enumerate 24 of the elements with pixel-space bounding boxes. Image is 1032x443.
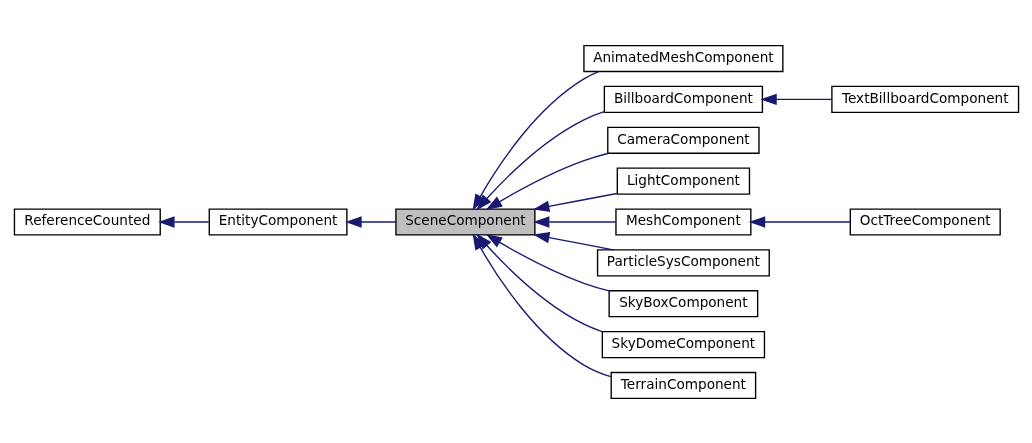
node-box: EntityComponent [208, 207, 348, 236]
arrow [748, 215, 851, 228]
arrow [157, 215, 209, 228]
node-box: SkyBoxComponent [607, 289, 758, 317]
arrow [532, 192, 618, 212]
node-box: TerrainComponent [610, 371, 756, 399]
node-box: CameraComponent [606, 126, 760, 154]
arrow [485, 233, 610, 292]
node-box: SkyDomeComponent [601, 330, 765, 358]
arrow [759, 93, 832, 105]
arrow [344, 215, 396, 228]
node-box: BillboardComponent [603, 85, 763, 113]
arrow [532, 231, 614, 250]
node-box: LightComponent [616, 167, 750, 195]
node-box: MeshComponent [614, 207, 751, 236]
node-box: AnimatedMeshComponent [582, 44, 784, 72]
node-box: TextBillboardComponent [830, 85, 1019, 113]
node-box: ReferenceCounted [13, 207, 161, 236]
arrow [485, 152, 609, 210]
node-box: ParticleSysComponent [596, 248, 770, 276]
node-box: SceneComponent [394, 207, 536, 236]
node-box: OctTreeComponent [849, 207, 1001, 236]
arrow [532, 215, 616, 228]
arrow [475, 110, 605, 210]
